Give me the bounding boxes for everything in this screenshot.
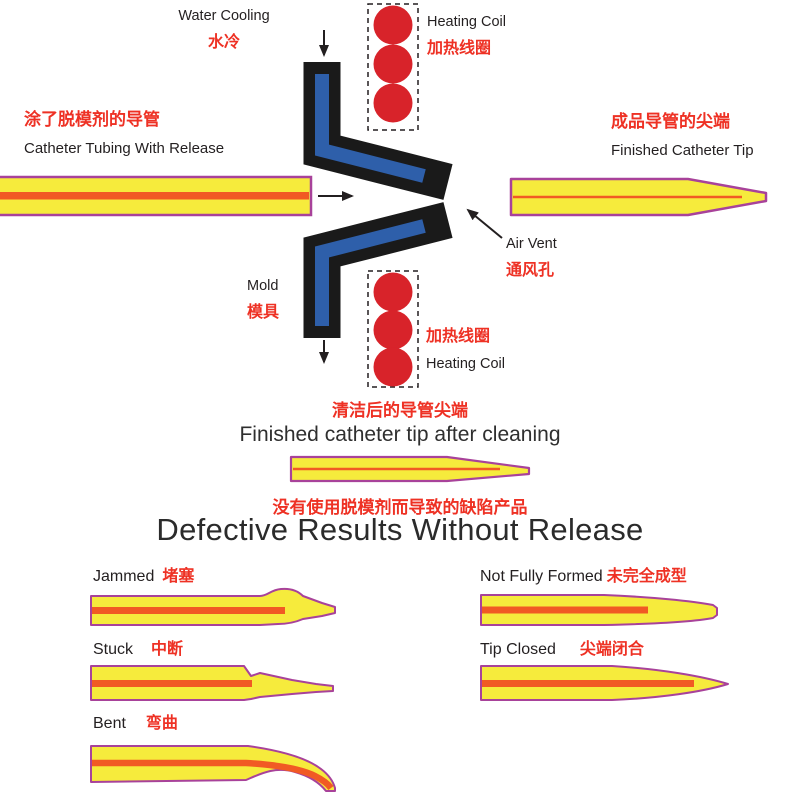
finished-tip-shape [509,177,768,217]
mold-bottom-liner [315,219,426,326]
heating-coil-top-zh: 加热线圈 [427,40,492,58]
cleaned-tip-caption-en: Finished catheter tip after cleaning [239,423,561,446]
heating-coil-top-label: Heating Coil 加热线圈 [427,14,506,59]
catheter-tubing-shape [0,175,313,217]
air-vent-label: Air Vent 通风孔 [506,236,557,281]
tip-closed-zh: 尖端闭合 [579,641,644,658]
air-vent-arrow [466,208,503,239]
defects-intro-zh: 没有使用脱模剂而导致的缺陷产品 [272,498,528,517]
mold-top-liner [315,74,426,183]
heating-coil-circle [373,347,413,387]
tip-closed-shape [480,665,729,701]
heating-coil-top-en: Heating Coil [427,14,506,30]
finished-tip-label: 成品导管的尖端 Finished Catheter Tip [611,112,754,160]
finished-tip-en: Finished Catheter Tip [611,142,754,160]
heating-coil-top-box [367,3,419,131]
tip-closed-en: Tip Closed [480,641,556,658]
air-vent-zh: 通风孔 [506,262,555,280]
bent-label: Bent 弯曲 [93,714,178,733]
not-fully-formed-zh: 未完全成型 [606,568,687,585]
water-cooling-en: Water Cooling [178,8,270,24]
mold-top [303,62,453,200]
heating-coil-circle [373,310,413,350]
catheter-tubing-zh: 涂了脱模剂的导管 [24,110,160,129]
tubing-stripe [0,192,309,200]
heating-coil-circle [373,83,413,123]
jammed-en: Jammed [93,568,155,585]
heating-coil-circle [373,5,413,45]
water-cooling-label: Water Cooling 水冷 [149,8,299,53]
stuck-zh: 中断 [151,641,184,658]
stuck-label: Stuck 中断 [93,640,183,659]
defects-title: Defective Results Without Release [156,512,644,547]
water-cooling-zh: 水冷 [207,34,240,52]
catheter-tubing-en: Catheter Tubing With Release [24,140,225,158]
heating-coil-bottom [367,270,419,388]
heating-coil-bottom-label: 加热线圈 Heating Coil [426,327,505,374]
cleaned-tip-caption-zh: 清洁后的导管尖端 [332,401,468,420]
mold-en: Mold [247,278,279,294]
cleaned-tip-shape [289,455,531,483]
finished-tip-zh: 成品导管的尖端 [611,112,730,131]
heating-coil-top [367,3,419,131]
not-fully-formed-stripe [482,606,648,614]
tip-closed-label: Tip Closed 尖端闭合 [480,640,644,659]
mold-label: Mold 模具 [247,278,279,323]
jammed-stripe [92,607,285,614]
heating-coil-bottom-box [367,270,419,388]
bent-zh: 弯曲 [145,715,178,732]
bent-en: Bent [93,715,126,732]
mold-bottom [303,202,453,338]
catheter-tubing-label: 涂了脱模剂的导管 Catheter Tubing With Release [24,110,224,158]
air-vent-en: Air Vent [506,236,557,252]
stuck-en: Stuck [93,641,134,658]
heating-coil-bottom-en: Heating Coil [426,356,505,373]
tip-closed-stripe [482,680,694,687]
jammed-label: Jammed 堵塞 [93,567,194,586]
bent-shape [90,745,336,792]
bent-stripe [92,759,334,791]
not-fully-formed-en: Not Fully Formed [480,568,603,585]
mold-zh: 模具 [247,304,280,322]
stuck-stripe [92,680,252,687]
heating-coil-circle [373,44,413,84]
not-fully-formed-shape [480,594,718,626]
heating-coil-circle [373,272,413,312]
stuck-shape [90,665,334,701]
jammed-zh: 堵塞 [162,568,195,585]
heating-coil-bottom-zh: 加热线圈 [426,328,491,345]
jammed-shape [90,587,336,626]
